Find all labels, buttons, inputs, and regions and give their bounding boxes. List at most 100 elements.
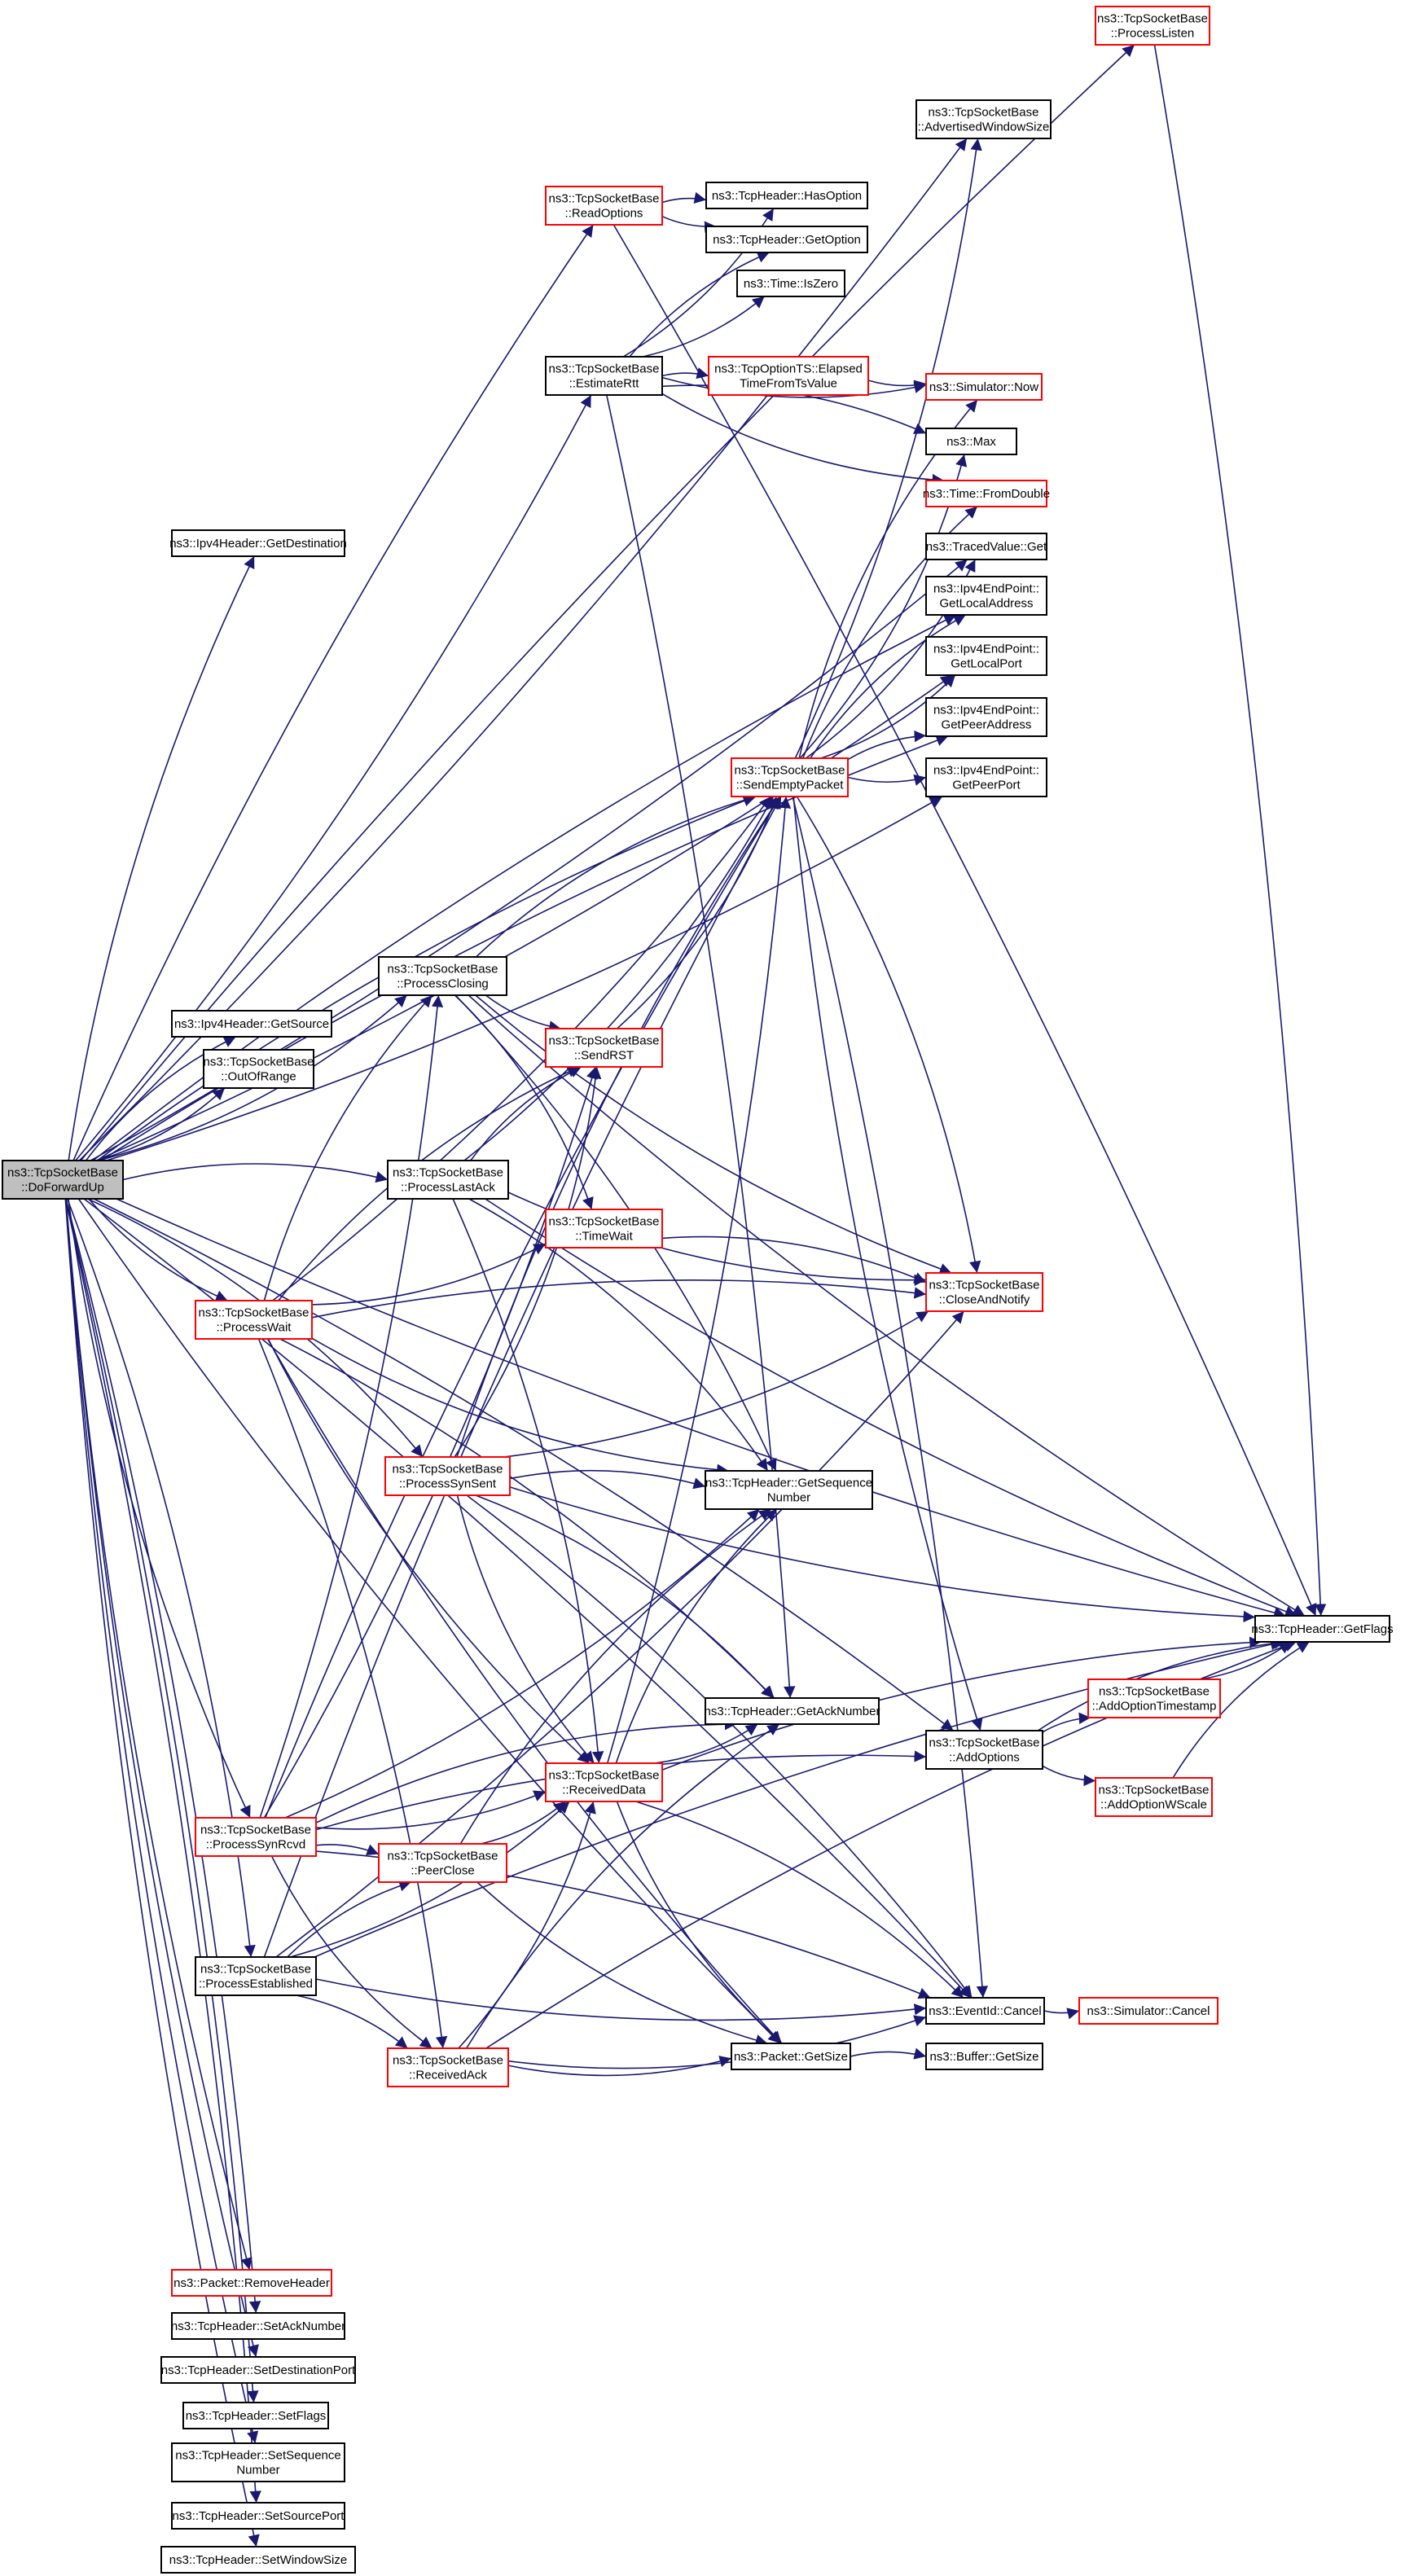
edge-receiveddata-to-getsequencenumber xyxy=(615,1508,778,1764)
node-box xyxy=(705,226,868,253)
node-sendrst[interactable]: ns3::TcpSocketBase::SendRST xyxy=(545,1028,663,1068)
node-timewait[interactable]: ns3::TcpSocketBase::TimeWait xyxy=(545,1209,663,1249)
edge-processestablished-to-receivedack xyxy=(296,1995,409,2049)
node-label: ns3::TcpSocketBase xyxy=(549,1034,660,1048)
node-setsourceport[interactable]: ns3::TcpHeader::SetSourcePort xyxy=(171,2502,345,2530)
edge-processwait-to-receivedack xyxy=(257,1338,448,2049)
node-setdestport[interactable]: ns3::TcpHeader::SetDestinationPort xyxy=(160,2356,356,2384)
node-label: ns3::TcpHeader::SetFlags xyxy=(186,2409,327,2423)
node-processsynsent[interactable]: ns3::TcpSocketBase::ProcessSynSent xyxy=(384,1456,511,1496)
node-label: ns3::Ipv4EndPoint:: xyxy=(933,582,1039,596)
node-removeheader[interactable]: ns3::Packet::RemoveHeader xyxy=(171,2269,332,2297)
node-box xyxy=(182,2402,329,2429)
edge-doforwardup-to-getpeeraddress xyxy=(100,735,949,1161)
node-getsource[interactable]: ns3::Ipv4Header::GetSource xyxy=(171,1010,332,1038)
node-outofrange[interactable]: ns3::TcpSocketBase::OutOfRange xyxy=(203,1049,314,1089)
edge-processsynsent-to-getacknumber xyxy=(475,1494,774,1699)
node-addoptions[interactable]: ns3::TcpSocketBase::AddOptions xyxy=(925,1730,1043,1770)
node-advertisedwindowsize[interactable]: ns3::TcpSocketBase::AdvertisedWindowSize xyxy=(915,99,1052,139)
node-receivedack[interactable]: ns3::TcpSocketBase::ReceivedAck xyxy=(387,2047,509,2087)
node-box xyxy=(925,428,1017,455)
edge-processsynsent-to-sendrst xyxy=(454,1066,602,1458)
node-label: ::ReceivedData xyxy=(562,1784,646,1797)
node-buffergetsize[interactable]: ns3::Buffer::GetSize xyxy=(925,2043,1043,2070)
edge-doforwardup-to-getsource xyxy=(85,1036,236,1161)
node-label: ns3::TcpSocketBase xyxy=(1099,1784,1210,1797)
node-processclosing[interactable]: ns3::TcpSocketBase::ProcessClosing xyxy=(378,956,507,996)
node-getlocalport[interactable]: ns3::Ipv4EndPoint::GetLocalPort xyxy=(925,636,1047,676)
node-getoption[interactable]: ns3::TcpHeader::GetOption xyxy=(705,226,868,253)
node-label: ns3::TcpSocketBase xyxy=(549,192,660,206)
node-setwindowsize[interactable]: ns3::TcpHeader::SetWindowSize xyxy=(160,2546,356,2574)
node-box xyxy=(925,576,1047,616)
node-processwait[interactable]: ns3::TcpSocketBase::ProcessWait xyxy=(195,1300,313,1340)
node-tracedget[interactable]: ns3::TracedValue::Get xyxy=(925,533,1047,560)
node-label: ::AddOptions xyxy=(949,1751,1020,1765)
node-iszero[interactable]: ns3::Time::IsZero xyxy=(736,270,845,297)
node-simnow[interactable]: ns3::Simulator::Now xyxy=(925,373,1043,401)
edge-addoptions-to-addoptionts xyxy=(1042,1712,1091,1733)
edge-receiveddata-to-getacknumber xyxy=(654,1723,758,1764)
edge-doforwardup-to-packetgetsize xyxy=(77,1198,781,2044)
node-getdestination[interactable]: ns3::Ipv4Header::GetDestination xyxy=(169,529,347,557)
node-box xyxy=(705,1697,880,1725)
node-getpeerport[interactable]: ns3::Ipv4EndPoint::GetPeerPort xyxy=(925,757,1047,797)
node-simcancel[interactable]: ns3::Simulator::Cancel xyxy=(1078,1997,1218,2025)
edge-receiveddata-to-packetgetsize xyxy=(616,1801,783,2044)
node-label: ns3::TcpSocketBase xyxy=(388,1850,498,1863)
edge-doforwardup-to-estimatertt xyxy=(75,394,592,1161)
edge-addoptions-to-addoptionwscale xyxy=(1042,1765,1096,1787)
edge-receivedack-to-receiveddata xyxy=(458,1801,596,2049)
edge-processestablished-to-eventcancel xyxy=(315,1978,927,2021)
node-addoptionwscale[interactable]: ns3::TcpSocketBase::AddOptionWScale xyxy=(1095,1777,1213,1817)
edge-doforwardup-to-setsourceport xyxy=(64,1198,261,2504)
node-box xyxy=(171,1010,332,1038)
node-closeandnotify[interactable]: ns3::TcpSocketBase::CloseAndNotify xyxy=(925,1272,1043,1312)
edge-processsynrcvd-to-sendrst xyxy=(263,1066,598,1819)
node-box xyxy=(203,1049,314,1089)
node-processlisten[interactable]: ns3::TcpSocketBase::ProcessListen xyxy=(1095,6,1210,46)
edge-processlastack-to-sendemptypacket xyxy=(463,796,775,1161)
edge-doforwardup-to-addoptions xyxy=(93,1198,954,1731)
node-box xyxy=(545,186,663,226)
node-label: ns3::TcpSocketBase xyxy=(199,1306,310,1320)
node-peerclose[interactable]: ns3::TcpSocketBase::PeerClose xyxy=(378,1843,507,1883)
node-fromdouble[interactable]: ns3::Time::FromDouble xyxy=(923,480,1050,507)
node-estimatertt[interactable]: ns3::TcpSocketBase::EstimateRtt xyxy=(545,356,663,396)
node-label: ns3::TcpSocketBase xyxy=(929,1279,1040,1292)
node-getacknumber[interactable]: ns3::TcpHeader::GetAckNumber xyxy=(705,1697,880,1725)
node-max[interactable]: ns3::Max xyxy=(925,428,1017,455)
node-receiveddata[interactable]: ns3::TcpSocketBase::ReceivedData xyxy=(545,1762,663,1802)
node-getlocaladdress[interactable]: ns3::Ipv4EndPoint::GetLocalAddress xyxy=(925,576,1047,616)
node-doforwardup[interactable]: ns3::TcpSocketBase::DoForwardUp xyxy=(2,1160,124,1200)
edge-sendemptypacket-to-getpeerport xyxy=(847,774,927,786)
node-box xyxy=(708,356,869,396)
node-label: ns3::TcpSocketBase xyxy=(929,106,1039,120)
node-getpeeraddress[interactable]: ns3::Ipv4EndPoint::GetPeerAddress xyxy=(925,697,1047,737)
node-label: ns3::TcpSocketBase xyxy=(393,1166,503,1180)
node-box xyxy=(171,2312,345,2340)
node-box xyxy=(384,1456,511,1496)
node-setacknumber[interactable]: ns3::TcpHeader::SetAckNumber xyxy=(171,2312,345,2340)
node-sendemptypacket[interactable]: ns3::TcpSocketBase::SendEmptyPacket xyxy=(731,757,849,797)
node-eventcancel[interactable]: ns3::EventId::Cancel xyxy=(925,1997,1045,2025)
node-processlastack[interactable]: ns3::TcpSocketBase::ProcessLastAck xyxy=(387,1160,509,1200)
node-setflags[interactable]: ns3::TcpHeader::SetFlags xyxy=(182,2402,329,2429)
node-label: ns3::TcpHeader::SetDestinationPort xyxy=(161,2363,356,2377)
node-box xyxy=(925,480,1047,507)
node-processsynrcvd[interactable]: ns3::TcpSocketBase::ProcessSynRcvd xyxy=(195,1817,317,1857)
node-processestablished[interactable]: ns3::TcpSocketBase::ProcessEstablished xyxy=(195,1956,317,1996)
node-packetgetsize[interactable]: ns3::Packet::GetSize xyxy=(731,2043,851,2070)
edge-doforwardup-to-outofrange xyxy=(96,1087,226,1161)
edge-processsynrcvd-to-receivedack xyxy=(270,1855,432,2049)
edge-receivedack-to-getacknumber xyxy=(466,1723,780,2049)
node-label: ns3::TcpSocketBase xyxy=(7,1166,118,1180)
node-hasoption[interactable]: ns3::TcpHeader::HasOption xyxy=(705,182,868,209)
node-getflags[interactable]: ns3::TcpHeader::GetFlags xyxy=(1251,1615,1394,1643)
node-readoptions[interactable]: ns3::TcpSocketBase::ReadOptions xyxy=(545,186,663,226)
node-label: GetLocalAddress xyxy=(939,597,1033,611)
node-addoptionts[interactable]: ns3::TcpSocketBase::AddOptionTimestamp xyxy=(1087,1679,1221,1718)
